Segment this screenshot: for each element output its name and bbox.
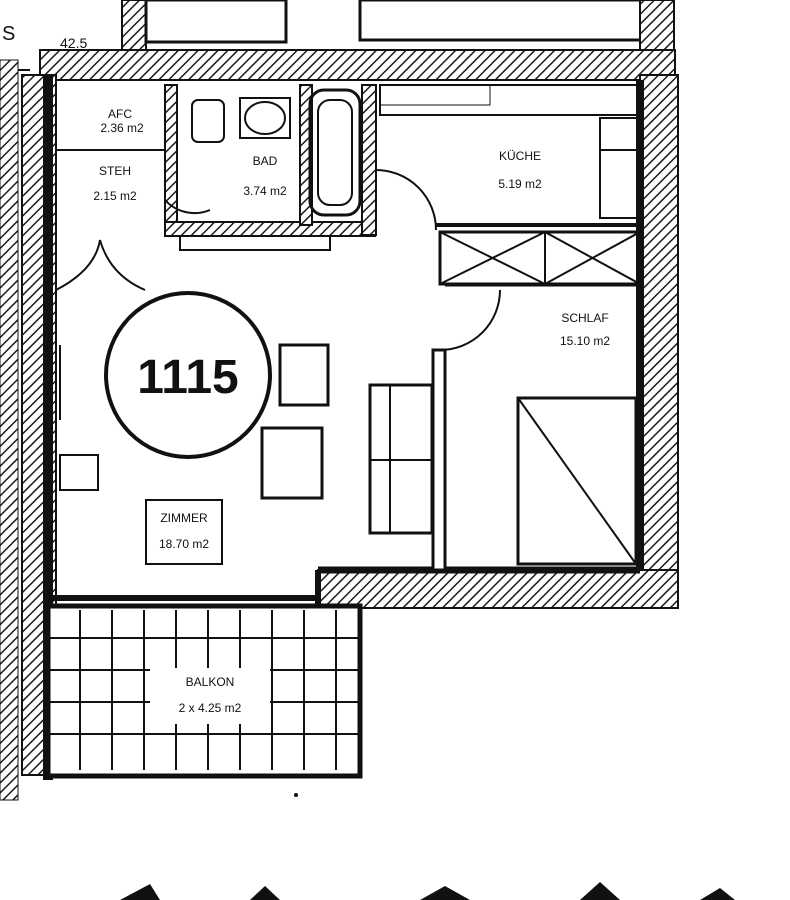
- bed: [516, 396, 638, 566]
- wc-name: AFC: [108, 107, 132, 121]
- balcony-area: 2 x 4.25 m2: [179, 701, 242, 715]
- kitchen-counter: [379, 84, 639, 116]
- bath-name: BAD: [253, 154, 278, 168]
- kitchen-name: KÜCHE: [499, 149, 541, 163]
- furniture: [59, 343, 638, 566]
- fixtures: [191, 84, 642, 286]
- top-left-fragment: S: [2, 23, 15, 45]
- living-area: 18.70 m2: [159, 537, 209, 551]
- living-label-box: [145, 499, 223, 565]
- scan-artifact: [120, 793, 735, 900]
- unit-number-badge: 1115: [104, 291, 272, 459]
- doors: [55, 169, 501, 420]
- bath-area: 3.74 m2: [243, 184, 287, 198]
- wardrobe: [438, 230, 642, 286]
- room-labels: AFC 2.36 m2 STEH 2.15 m2 BAD 3.74 m2 KÜC…: [93, 107, 610, 715]
- balcony: [45, 603, 363, 779]
- top-area-fragment: 42.5: [60, 35, 87, 51]
- exterior-walls: [0, 49, 679, 801]
- bedroom-door-swing: [439, 289, 501, 351]
- living-name: ZIMMER: [160, 511, 208, 525]
- wc-area: 2.36 m2: [100, 121, 144, 135]
- balcony-name: BALKON: [186, 675, 235, 689]
- wc-door-swing: [164, 199, 211, 215]
- basin-icon: [244, 101, 286, 135]
- hall-name: STEH: [99, 164, 131, 178]
- hall-area: 2.15 m2: [93, 189, 137, 203]
- kitchen-door-swing: [375, 169, 437, 231]
- toilet-icon: [191, 99, 225, 143]
- unit-number: 1115: [137, 351, 238, 404]
- bedroom-name: SCHLAF: [561, 311, 608, 325]
- entry-door-swing: [55, 239, 146, 291]
- bathtub-icon: [308, 88, 362, 217]
- kitchen-area: 5.19 m2: [498, 177, 542, 191]
- bedroom-area: 15.10 m2: [560, 334, 610, 348]
- table: [278, 343, 330, 407]
